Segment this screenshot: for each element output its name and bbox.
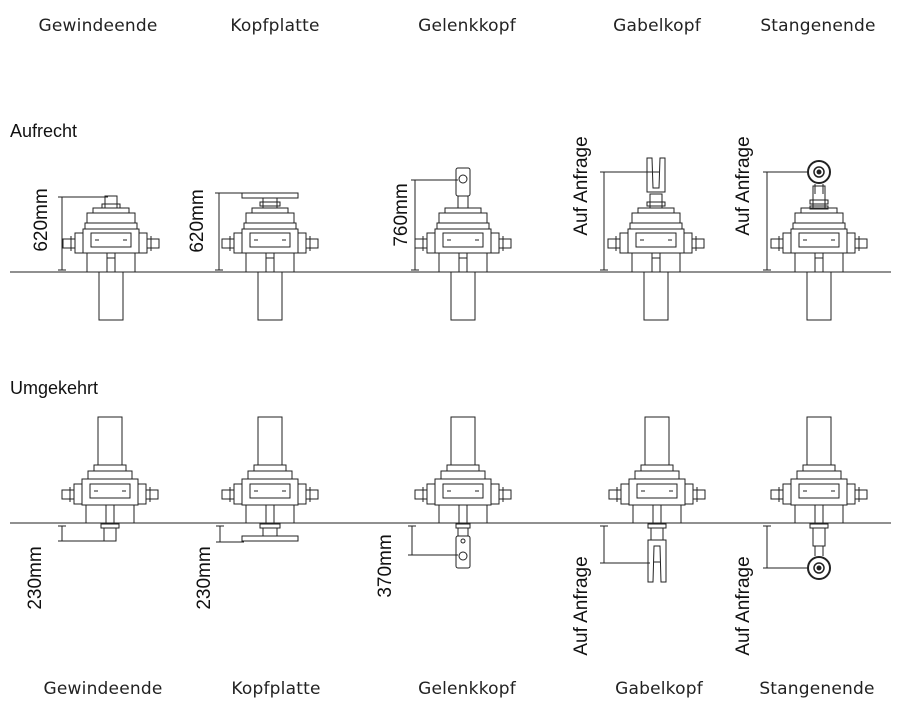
col-label-top-kopfplatte: Kopfplatte [230, 16, 320, 36]
col-label-bottom-kopfplatte: Kopfplatte [231, 679, 321, 699]
jack-inverted-kopfplatte [221, 416, 319, 542]
jack-inverted-gewindeende [61, 416, 159, 542]
col-label-bottom-gabelkopf: Gabelkopf [615, 679, 703, 699]
col-label-bottom-stangenende: Stangenende [759, 679, 875, 699]
jack-upright-gewindeende [62, 195, 160, 321]
col-label-top-stangenende: Stangenende [760, 16, 876, 36]
col-label-bottom-gelenkkopf: Gelenkkopf [418, 679, 516, 699]
section-title-inverted: Umgekehrt [10, 378, 99, 398]
col-label-top-gelenkkopf: Gelenkkopf [418, 16, 516, 36]
dimension-lines-inverted [58, 525, 808, 569]
jack-upright-gabelkopf [607, 157, 705, 321]
jack-upright-gelenkkopf [414, 167, 512, 321]
dimension-lines-upright [58, 171, 808, 271]
jack-upright-stangenende [770, 160, 868, 321]
jack-inverted-gelenkkopf [414, 416, 512, 569]
col-label-top-gabelkopf: Gabelkopf [613, 16, 701, 36]
section-title-upright: Aufrecht [10, 121, 78, 141]
jack-upright-kopfplatte [221, 192, 319, 321]
col-label-bottom-gewindeende: Gewindeende [43, 679, 163, 699]
jack-inverted-gabelkopf [608, 416, 706, 583]
jack-inverted-stangenende [770, 416, 868, 580]
col-label-top-gewindeende: Gewindeende [38, 16, 158, 36]
